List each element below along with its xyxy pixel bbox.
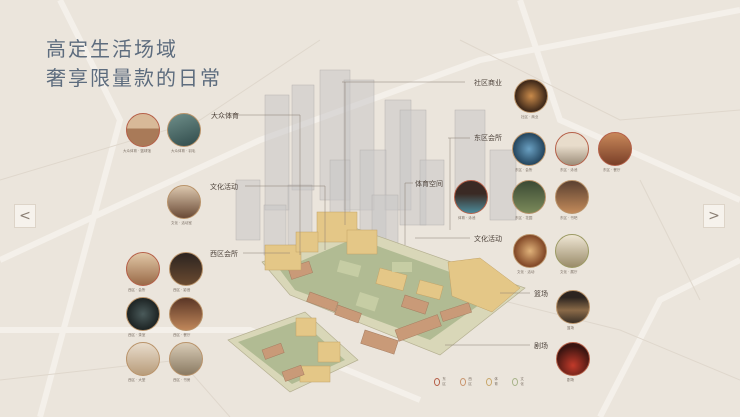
- legend-item-sports: 体育: [486, 377, 500, 387]
- caption-ec5: 东区 · 书吧: [560, 216, 578, 220]
- caption-wc6: 西区 · 书房: [173, 378, 191, 382]
- label-culture-left: 文化活动: [210, 183, 238, 191]
- thumb-west-clubhouse-4[interactable]: [169, 297, 203, 331]
- legend-label-culture: 文化: [520, 377, 524, 386]
- legend-dot-west: [460, 378, 467, 386]
- thumb-west-clubhouse-5[interactable]: [126, 342, 160, 376]
- label-stadium: 篮场: [534, 290, 548, 298]
- thumb-public-sports-2[interactable]: [167, 113, 201, 147]
- thumb-east-clubhouse-5[interactable]: [555, 180, 589, 214]
- legend-dot-east: [434, 378, 441, 386]
- legend-dot-culture: [512, 378, 519, 386]
- label-public-sports: 大众体育: [211, 112, 239, 120]
- caption-wc2: 西区 · 影音: [173, 288, 191, 292]
- legend-item-west: 西区: [460, 377, 474, 387]
- legend-dot-sports: [486, 378, 493, 386]
- caption-cl1: 文化 · 活动室: [171, 221, 192, 225]
- caption-wc3: 西区 · 茶室: [128, 333, 146, 337]
- thumb-east-clubhouse-1[interactable]: [512, 132, 546, 166]
- caption-ps1: 大众体育 · 篮球馆: [123, 149, 151, 153]
- caption-th1: 剧场: [567, 378, 574, 382]
- caption-ec1: 东区 · 会所: [515, 168, 533, 172]
- caption-st1: 篮场: [567, 326, 574, 330]
- label-community-business: 社区商业: [474, 79, 502, 87]
- thumb-west-clubhouse-2[interactable]: [169, 252, 203, 286]
- caption-ec3: 东区 · 餐厅: [603, 168, 621, 172]
- thumb-theater[interactable]: [556, 342, 590, 376]
- caption-wc5: 西区 · 大堂: [128, 378, 146, 382]
- page-title-line2: 奢享限量款的日常: [46, 66, 222, 90]
- page-title-line1: 高定生活场域: [46, 37, 178, 61]
- caption-wc1: 西区 · 会所: [128, 288, 146, 292]
- prev-arrow-button[interactable]: <: [14, 204, 36, 228]
- thumb-culture-right-1[interactable]: [513, 234, 547, 268]
- thumb-stadium[interactable]: [556, 290, 590, 324]
- caption-community: 社区 · 商业: [521, 115, 539, 119]
- label-west-clubhouse: 西区会所: [210, 250, 238, 258]
- thumb-sports-space[interactable]: [454, 180, 488, 214]
- thumb-culture-right-2[interactable]: [555, 234, 589, 268]
- thumb-west-clubhouse-6[interactable]: [169, 342, 203, 376]
- caption-cr1: 文化 · 活动: [517, 270, 535, 274]
- caption-ps2: 大众体育 · 羽毛: [171, 149, 196, 153]
- thumb-west-clubhouse-1[interactable]: [126, 252, 160, 286]
- caption-ec2: 东区 · 泳池: [560, 168, 578, 172]
- label-theater: 剧场: [534, 342, 548, 350]
- caption-sp1: 体育 · 泳池: [458, 216, 476, 220]
- label-culture-right: 文化活动: [474, 235, 502, 243]
- thumb-culture-left[interactable]: [167, 185, 201, 219]
- caption-wc4: 西区 · 餐厅: [173, 333, 191, 337]
- thumb-east-clubhouse-2[interactable]: [555, 132, 589, 166]
- legend-item-east: 东区: [434, 377, 448, 387]
- legend-label-west: 西区: [468, 377, 472, 386]
- legend-item-culture: 文化: [512, 377, 526, 387]
- caption-ec4: 东区 · 花园: [515, 216, 533, 220]
- caption-cr2: 文化 · 展厅: [560, 270, 578, 274]
- label-east-clubhouse: 东区会所: [474, 134, 502, 142]
- legend-label-east: 东区: [442, 377, 446, 386]
- legend-label-sports: 体育: [494, 377, 498, 386]
- label-sports-space: 体育空间: [415, 180, 443, 188]
- thumb-west-clubhouse-3[interactable]: [126, 297, 160, 331]
- thumb-east-clubhouse-4[interactable]: [512, 180, 546, 214]
- thumb-public-sports-1[interactable]: [126, 113, 160, 147]
- next-arrow-button[interactable]: >: [703, 204, 725, 228]
- thumb-east-clubhouse-3[interactable]: [598, 132, 632, 166]
- thumb-community-business[interactable]: [514, 79, 548, 113]
